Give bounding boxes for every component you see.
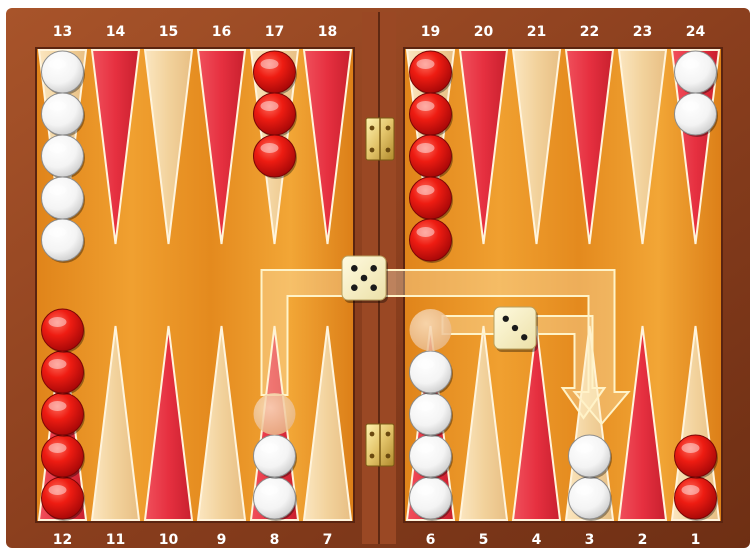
point-number-label: 11 <box>106 532 125 548</box>
point-number-label: 21 <box>527 24 546 40</box>
point-number-label: 12 <box>53 532 72 548</box>
point-number-label: 14 <box>106 24 126 40</box>
point-number-label: 19 <box>421 24 440 40</box>
point-number-label: 2 <box>638 532 648 548</box>
point-number-label: 5 <box>479 532 489 548</box>
die-pip <box>512 325 518 331</box>
point-number-label: 18 <box>318 24 337 40</box>
die-2-icon[interactable] <box>494 307 538 352</box>
ghost-checker <box>410 309 452 351</box>
hinge-icon <box>366 424 394 466</box>
point-number-label: 16 <box>212 24 231 40</box>
ghost-checker <box>254 393 296 435</box>
die-pip <box>351 284 358 291</box>
die-pip <box>370 284 377 291</box>
point-number-label: 7 <box>323 532 333 548</box>
point-number-label: 24 <box>686 24 706 40</box>
hinge-icon <box>366 118 394 160</box>
die-pip <box>521 334 527 340</box>
point-number-label: 9 <box>217 532 227 548</box>
point-number-label: 8 <box>270 532 280 548</box>
point-number-label: 23 <box>633 24 652 40</box>
point-number-label: 17 <box>265 24 284 40</box>
point-number-label: 1 <box>691 532 701 548</box>
point-number-label: 6 <box>426 532 436 548</box>
die-pip <box>503 316 509 322</box>
point-number-label: 15 <box>159 24 178 40</box>
die-pip <box>370 265 377 272</box>
die-pip <box>361 275 368 282</box>
die-pip <box>351 265 358 272</box>
point-number-label: 4 <box>532 532 542 548</box>
point-number-label: 22 <box>580 24 599 40</box>
point-number-label: 13 <box>53 24 72 40</box>
point-number-label: 20 <box>474 24 494 40</box>
point-number-label: 3 <box>585 532 595 548</box>
die-1-icon[interactable] <box>342 256 388 303</box>
point-number-label: 10 <box>159 532 179 548</box>
